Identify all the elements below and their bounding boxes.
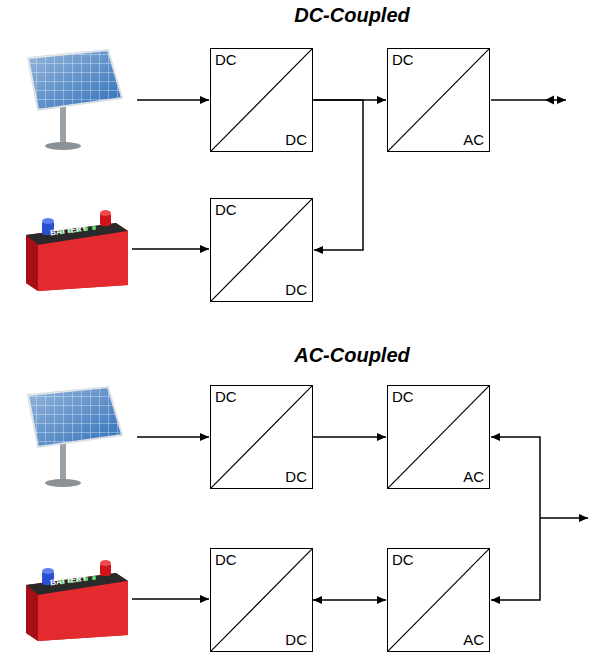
output-type: DC — [285, 632, 307, 647]
input-type: DC — [215, 52, 237, 67]
solar-panel — [28, 387, 122, 487]
power-connector — [132, 598, 209, 600]
converter-box: DC AC — [387, 548, 490, 652]
section-heading: AC-Coupled — [294, 344, 410, 367]
power-connector — [314, 100, 363, 250]
output-type: DC — [285, 132, 307, 147]
converter-box: DC DC — [210, 548, 313, 652]
converter-box: DC DC — [210, 385, 313, 489]
converter-box: DC AC — [387, 385, 490, 489]
battery-icon: BATTERY — [20, 205, 132, 293]
power-connector — [491, 437, 540, 600]
battery-icon: BATTERY — [20, 555, 132, 643]
power-connector — [132, 248, 209, 250]
output-type: AC — [463, 469, 484, 484]
output-type: AC — [463, 132, 484, 147]
input-type: DC — [215, 202, 237, 217]
output-type: DC — [285, 282, 307, 297]
input-type: DC — [392, 552, 414, 567]
section-heading: DC-Coupled — [294, 4, 410, 27]
converter-box: DC DC — [210, 198, 313, 302]
converter-box: DC AC — [387, 48, 490, 152]
power-connector — [313, 599, 386, 601]
power-connector — [313, 436, 386, 438]
input-type: DC — [392, 52, 414, 67]
input-type: DC — [215, 552, 237, 567]
grid-arrow — [491, 99, 566, 101]
solar-panel — [28, 50, 122, 150]
converter-box: DC DC — [210, 48, 313, 152]
output-type: AC — [463, 632, 484, 647]
output-type: DC — [285, 469, 307, 484]
grid-arrow — [540, 517, 588, 519]
grid-arrow-head — [545, 96, 554, 105]
power-arrow — [137, 99, 209, 101]
power-arrow — [137, 436, 209, 438]
battery-drawing — [20, 555, 132, 643]
input-type: DC — [392, 389, 414, 404]
input-type: DC — [215, 389, 237, 404]
battery-drawing — [20, 205, 132, 293]
